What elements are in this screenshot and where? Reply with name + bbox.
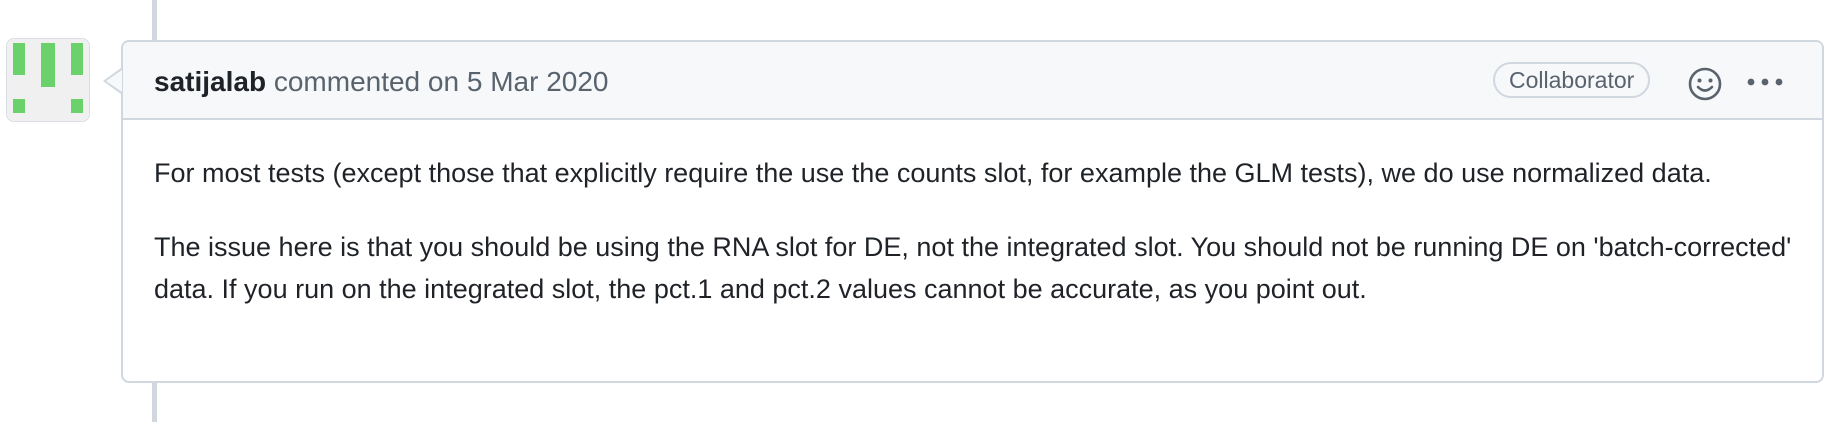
identicon-avatar-icon (7, 39, 89, 121)
comment-paragraph: The issue here is that you should be usi… (154, 232, 1792, 304)
comment-action: commented on (273, 66, 460, 97)
smiley-icon (1688, 67, 1722, 101)
comment-author[interactable]: satijalab (154, 66, 267, 97)
comment-box: satijalab commented on 5 Mar 2020 Collab… (121, 40, 1824, 383)
comment-header: satijalab commented on 5 Mar 2020 Collab… (123, 42, 1822, 120)
avatar[interactable] (6, 38, 90, 122)
comment-body: For most tests (except those that explic… (154, 152, 1794, 310)
comment-caret-fill (106, 70, 122, 92)
comment-header-text: satijalab commented on 5 Mar 2020 (154, 66, 608, 98)
role-badge: Collaborator (1493, 62, 1651, 98)
comment-timestamp[interactable]: 5 Mar 2020 (466, 66, 609, 97)
add-reaction-button[interactable] (1687, 66, 1723, 102)
kebab-horizontal-icon (1747, 78, 1783, 86)
more-options-button[interactable] (1745, 68, 1785, 96)
comment-paragraph: For most tests (except those that explic… (154, 158, 1712, 188)
